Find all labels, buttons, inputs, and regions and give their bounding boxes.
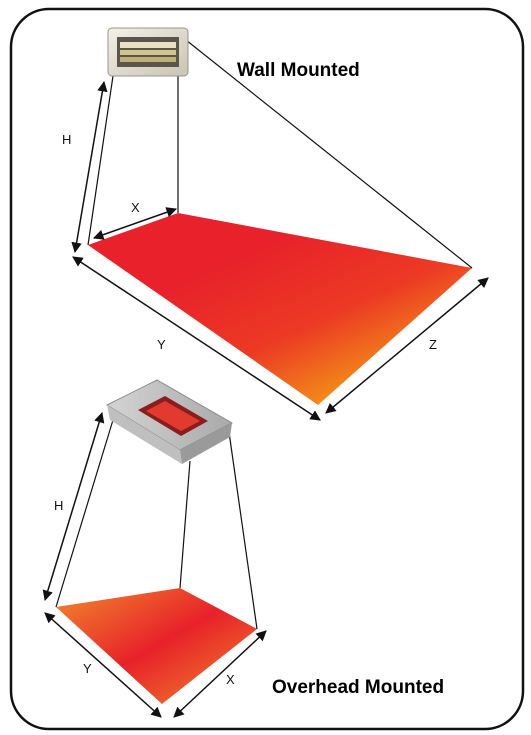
overhead-dim-h [42, 411, 105, 602]
wall-label-y: Y [157, 337, 166, 352]
wall-label-h: H [62, 132, 71, 147]
overhead-label-h: H [54, 498, 63, 513]
overhead-label-x: X [226, 672, 235, 687]
wall-projection-line-3 [185, 39, 473, 269]
overhead-label-y: Y [83, 661, 92, 676]
overhead-dim-y [44, 612, 162, 718]
wall-mounted-section: Wall Mounted H X Y Z [62, 27, 489, 421]
wall-dim-x [93, 207, 177, 240]
overhead-projection-line-2 [179, 460, 191, 589]
wall-label-z: Z [429, 337, 437, 352]
wall-heater-icon [107, 27, 189, 77]
wall-dim-z [325, 277, 489, 414]
wall-label-x: X [131, 200, 140, 215]
overhead-mounted-section: H Y X Overhead Mounted [42, 379, 444, 718]
overhead-heater-icon [105, 379, 234, 464]
overhead-projection-line-3 [228, 431, 258, 630]
wall-mounted-title: Wall Mounted [237, 60, 360, 81]
overhead-dim-x [173, 630, 267, 718]
wall-dim-y [72, 256, 321, 421]
overhead-mounted-title: Overhead Mounted [272, 677, 444, 698]
wall-dim-h [71, 80, 108, 254]
